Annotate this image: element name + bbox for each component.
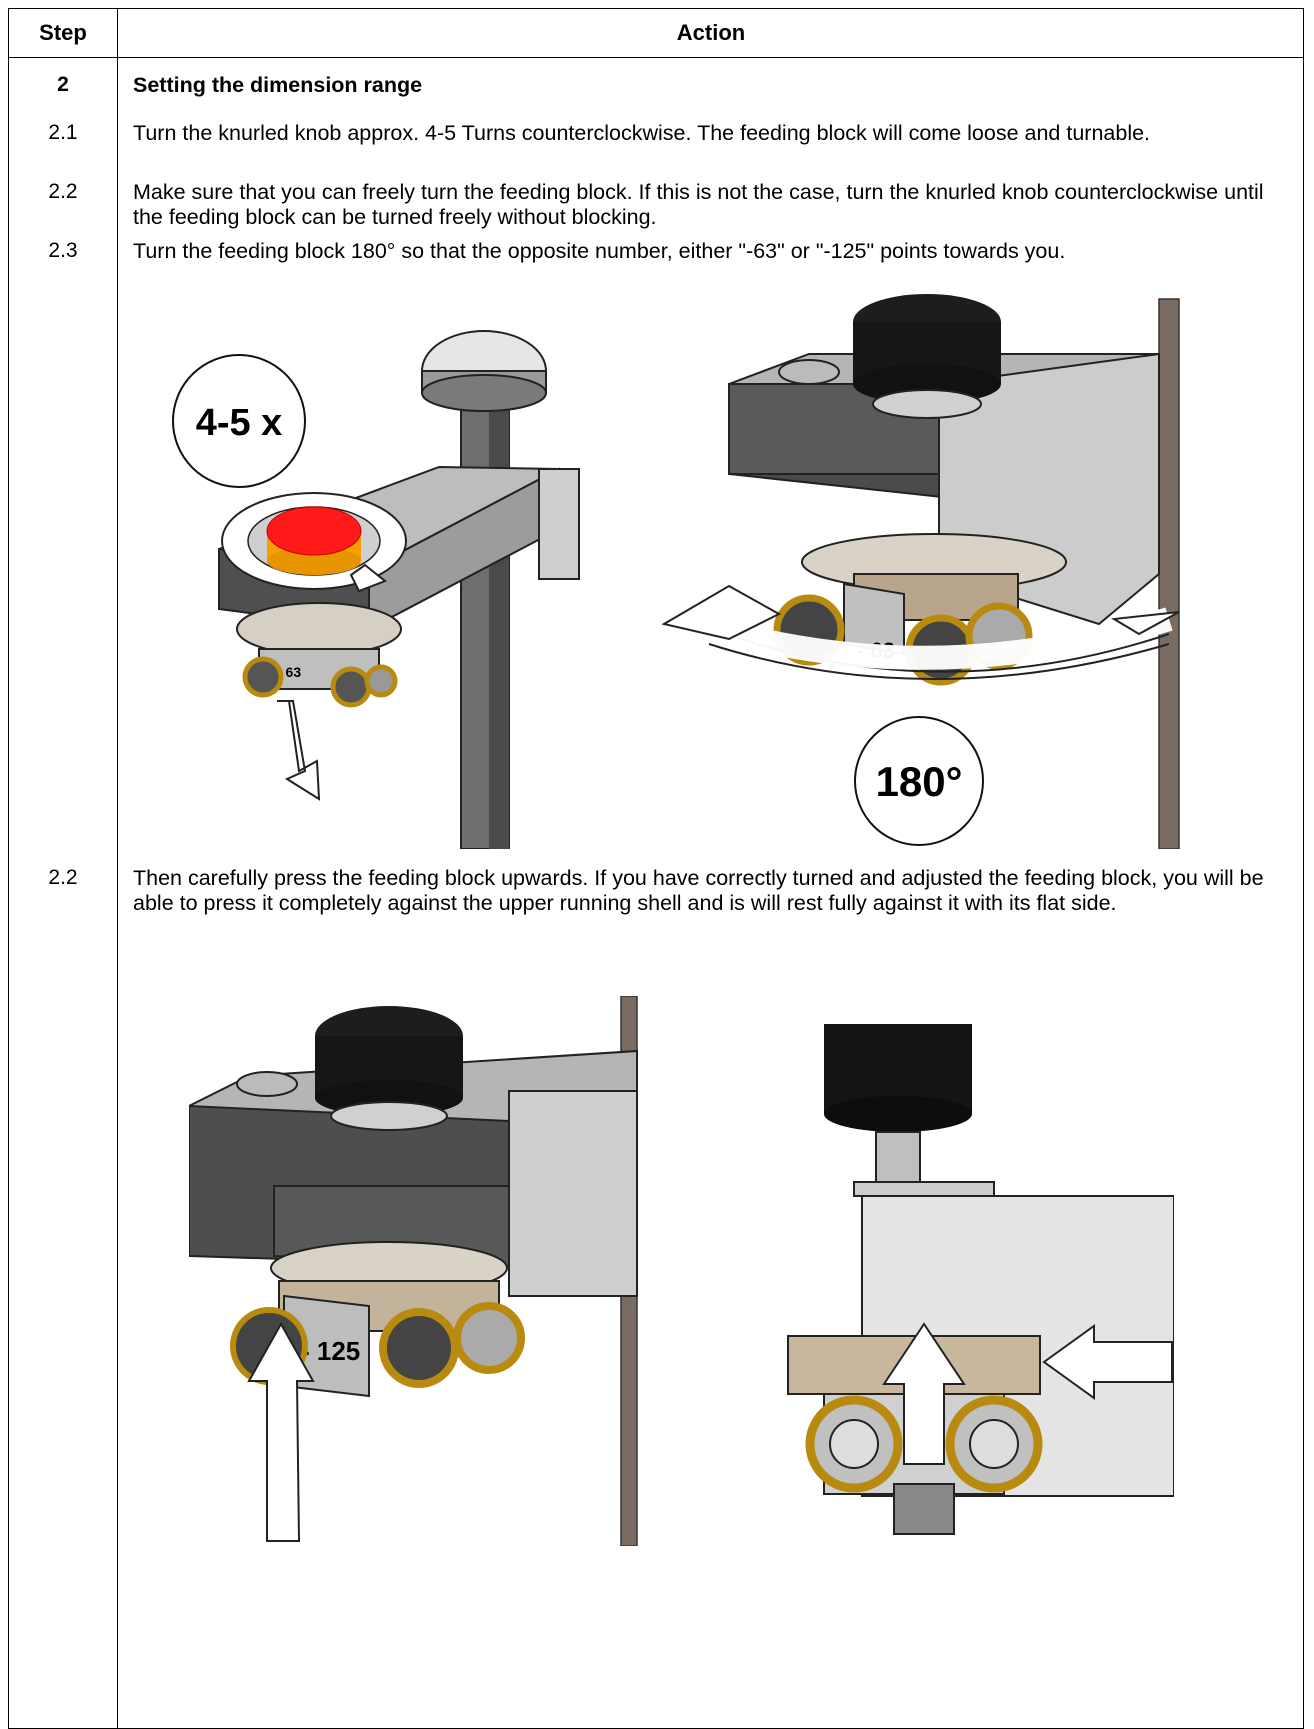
- header-action: Action: [676, 20, 746, 45]
- degrees-label: 180°: [876, 758, 963, 805]
- section-title: Setting the dimension range: [133, 73, 423, 97]
- turns-label: 4-5 x: [196, 402, 283, 444]
- table-header: Step Action: [9, 9, 1303, 58]
- step-text: Make sure that you can freely turn the f…: [133, 180, 1264, 229]
- degrees-badge: 180°: [854, 716, 984, 846]
- step-text: Turn the feeding block 180° so that the …: [133, 239, 1066, 263]
- turns-badge: 4-5 x: [172, 354, 306, 488]
- instruction-table: Step Action 2 Setting the dimension rang…: [8, 8, 1304, 1729]
- figure-rotate-180: - 63 180°: [661, 294, 1180, 849]
- step-number: 2.2: [48, 866, 78, 889]
- step-number: 2: [57, 73, 69, 96]
- step-text: Then carefully press the feeding block u…: [133, 866, 1264, 915]
- step-number: 2.3: [48, 239, 78, 262]
- step-number: 2.2: [48, 180, 78, 203]
- block-number-text: - 125: [301, 1336, 360, 1366]
- header-step: Step: [39, 20, 87, 45]
- step-number: 2.1: [48, 121, 78, 144]
- step-text: Turn the knurled knob approx. 4-5 Turns …: [133, 121, 1151, 145]
- figure-side-view: [787, 1024, 1174, 1535]
- figure-press-upwards: - 125: [189, 996, 638, 1546]
- figure-loosen-knob: - 63 4-5 x: [172, 330, 580, 849]
- column-divider: [117, 9, 118, 1728]
